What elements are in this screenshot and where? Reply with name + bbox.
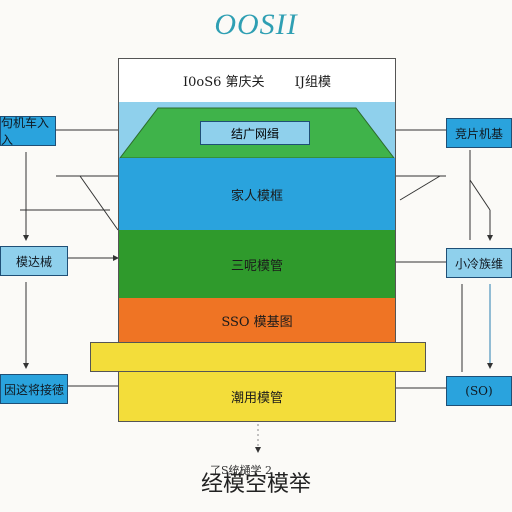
layer-orange-label: SSO 模基图: [221, 314, 293, 330]
layer-top-label: I0oS6 第庆关 IJ组模: [182, 75, 332, 90]
left-box-1: 句机车入入: [0, 116, 56, 147]
layer-green: 三呢模管: [118, 230, 396, 298]
layer-blue: 家人模框: [118, 158, 396, 230]
layer-top: I0oS6 第庆关 IJ组模: [118, 58, 396, 102]
layer-blue-label: 家人模框: [230, 188, 283, 204]
layer-yellow: 潮用模管: [118, 372, 396, 422]
left-box-1-label: 句机车入入: [1, 116, 50, 147]
left-box-3-label: 因这将接徳: [3, 382, 64, 397]
layer-yellow-label: 潮用模管: [230, 391, 283, 406]
diagram-title: OOSII: [214, 8, 298, 41]
left-box-3: 因这将接徳: [0, 374, 68, 404]
footer-label: 经模空模举: [200, 472, 311, 497]
right-box-3-label: (SO): [465, 384, 493, 398]
right-box-2: 小冷族维: [446, 248, 512, 278]
right-box-1-label: 竞片机基: [454, 126, 503, 141]
inner-box: 结广网缉: [200, 121, 310, 145]
left-box-2: 模达械: [0, 246, 68, 276]
footer-subtext: 了S统樋学 2: [210, 464, 273, 477]
inner-box-label: 结广网缉: [230, 126, 279, 141]
right-box-3: (SO): [446, 376, 512, 406]
layer-yellow-wide: [90, 342, 426, 372]
right-box-1: 竞片机基: [446, 118, 512, 148]
layer-green-label: 三呢模管: [230, 258, 283, 274]
layer-orange: SSO 模基图: [118, 298, 396, 342]
left-box-2-label: 模达械: [15, 254, 52, 269]
right-box-2-label: 小冷族维: [454, 256, 503, 271]
